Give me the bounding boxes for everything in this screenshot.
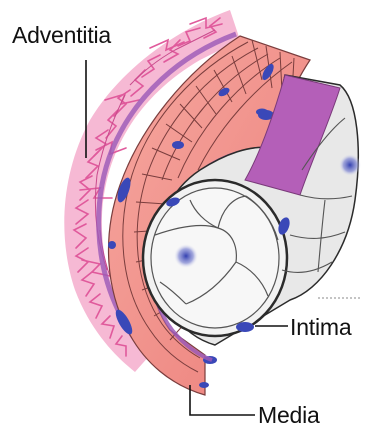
intima-label: Intima [290, 316, 351, 339]
adventitia-label: Adventitia [12, 24, 111, 47]
media-label: Media [258, 404, 320, 427]
